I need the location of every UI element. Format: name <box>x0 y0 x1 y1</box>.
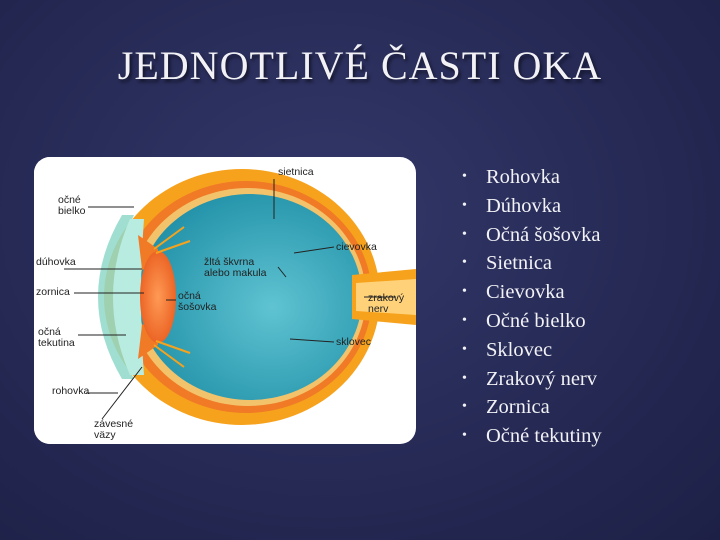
bullet-icon: • <box>462 197 467 213</box>
label-sklovec: sklovec <box>336 336 372 348</box>
label-ocna-tekutina: očná tekutina <box>38 326 75 349</box>
list-item: •Zrakový nerv <box>462 365 602 394</box>
label-cievovka: cievovka <box>336 241 377 253</box>
bullet-icon: • <box>462 284 467 300</box>
bullet-icon: • <box>462 255 467 271</box>
bullet-icon: • <box>462 341 467 357</box>
bullet-icon: • <box>462 226 467 242</box>
list-item: •Očná šošovka <box>462 221 602 250</box>
label-sietnica: sietnica <box>278 166 314 178</box>
list-item: •Sklovec <box>462 336 602 365</box>
label-ocna-sosovka: očná šošovka <box>178 290 217 313</box>
eye-illustration <box>34 157 416 444</box>
slide-title: JEDNOTLIVÉ ČASTI OKA <box>117 43 603 88</box>
list-item: •Očné tekutiny <box>462 422 602 451</box>
list-item: •Sietnica <box>462 249 602 278</box>
bullet-icon: • <box>462 370 467 386</box>
list-item: •Dúhovka <box>462 192 602 221</box>
lens-shape <box>140 251 176 343</box>
bullet-icon: • <box>462 312 467 328</box>
label-rohovka: rohovka <box>52 385 90 397</box>
eye-diagram: očné bielko dúhovka zornica očná tekutin… <box>34 157 416 444</box>
vitreous-shape <box>138 194 362 400</box>
bullet-icon: • <box>462 399 467 415</box>
list-item: •Cievovka <box>462 278 602 307</box>
label-zavesne-vazy: závesné väzy <box>94 418 134 441</box>
list-item: •Očné bielko <box>462 307 602 336</box>
label-duhovka: dúhovka <box>36 256 76 268</box>
aqueous-shape <box>113 219 144 375</box>
label-zrakovy-nerv: zrakový nerv <box>368 292 405 315</box>
label-zornica: zornica <box>36 286 70 298</box>
bullet-icon: • <box>462 169 467 184</box>
label-zlta-skvrna: žltá škvrna alebo makula <box>204 256 267 279</box>
parts-list: •Rohovka •Dúhovka •Očná šošovka •Sietnic… <box>462 163 602 451</box>
bullet-icon: • <box>462 428 467 444</box>
list-item: •Rohovka <box>462 163 602 192</box>
label-ocne-bielko: očné bielko <box>58 194 86 217</box>
list-item: •Zornica <box>462 393 602 422</box>
cornea-shape <box>98 215 134 379</box>
